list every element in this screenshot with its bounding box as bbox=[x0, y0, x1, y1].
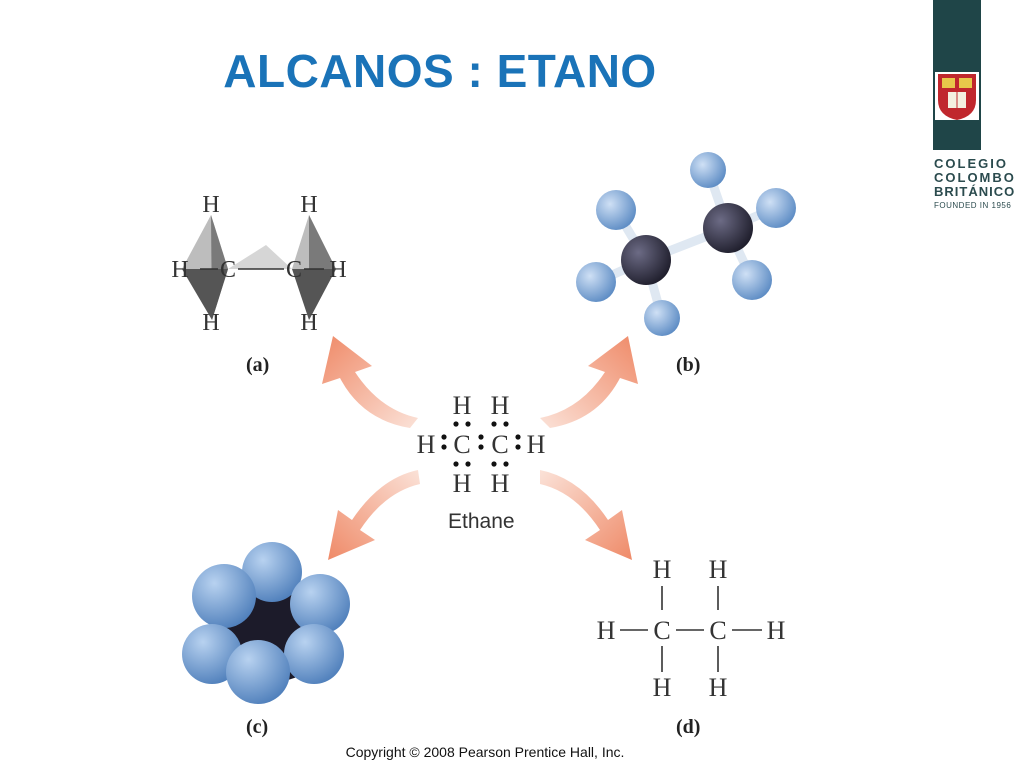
atom-c: C bbox=[653, 616, 670, 645]
arrow-to-c bbox=[328, 470, 420, 560]
atom-h: H bbox=[171, 257, 188, 283]
atom-h: H bbox=[709, 555, 728, 584]
carbon-atom bbox=[621, 235, 671, 285]
copyright-notice: Copyright © 2008 Pearson Prentice Hall, … bbox=[345, 744, 625, 760]
atom-h: H bbox=[491, 469, 510, 498]
hydrogen-atom bbox=[242, 542, 302, 602]
diagram-c-space-filling bbox=[182, 542, 350, 704]
atom-h: H bbox=[527, 430, 546, 459]
label-c: (c) bbox=[246, 716, 269, 738]
arrow-to-d bbox=[540, 470, 632, 560]
hydrogen-atom bbox=[226, 640, 290, 704]
atom-h: H bbox=[329, 257, 346, 283]
diagram-d-structural-formula: H H H C C H H H bbox=[597, 555, 786, 702]
label-d: (d) bbox=[676, 716, 701, 738]
carbon-atom bbox=[703, 203, 753, 253]
hydrogen-atom bbox=[756, 188, 796, 228]
arrow-to-b bbox=[540, 336, 638, 428]
atom-h: H bbox=[453, 469, 472, 498]
logo-line-3: BRITÁNICO bbox=[934, 184, 1016, 199]
atom-c: C bbox=[286, 257, 302, 283]
atom-h: H bbox=[597, 616, 616, 645]
center-lewis-structure: H H H C C H H H bbox=[417, 391, 546, 498]
hydrogen-atom bbox=[690, 152, 726, 188]
diagram-b-ball-and-stick bbox=[576, 152, 796, 336]
atom-h: H bbox=[653, 673, 672, 702]
atom-h: H bbox=[300, 192, 317, 218]
logo-line-2: COLOMBO bbox=[934, 170, 1016, 185]
hydrogen-atom bbox=[192, 564, 256, 628]
atom-c: C bbox=[220, 257, 236, 283]
atom-h: H bbox=[491, 391, 510, 420]
atom-h: H bbox=[453, 391, 472, 420]
atom-h: H bbox=[417, 430, 436, 459]
atom-h: H bbox=[202, 310, 219, 336]
diagram-a-tetrahedral: H H H C C H H H bbox=[171, 192, 346, 336]
label-a: (a) bbox=[246, 354, 270, 376]
atom-h: H bbox=[767, 616, 786, 645]
hydrogen-atom bbox=[644, 300, 680, 336]
hydrogen-atom bbox=[290, 574, 350, 634]
hydrogen-atom bbox=[732, 260, 772, 300]
atom-c: C bbox=[709, 616, 726, 645]
atom-h: H bbox=[709, 673, 728, 702]
slide-title: ALCANOS : ETANO bbox=[223, 45, 657, 97]
hydrogen-atom bbox=[576, 262, 616, 302]
molecule-name: Ethane bbox=[448, 510, 515, 533]
hydrogen-atom bbox=[596, 190, 636, 230]
atom-c: C bbox=[491, 430, 508, 459]
arrow-to-a bbox=[322, 336, 418, 428]
hydrogen-atom bbox=[284, 624, 344, 684]
label-b: (b) bbox=[676, 354, 701, 376]
logo-line-1: COLEGIO bbox=[934, 156, 1008, 171]
atom-h: H bbox=[202, 192, 219, 218]
atom-h: H bbox=[300, 310, 317, 336]
atom-h: H bbox=[653, 555, 672, 584]
atom-c: C bbox=[453, 430, 470, 459]
logo-tagline: FOUNDED IN 1956 bbox=[934, 201, 1012, 210]
logo-crest-icon bbox=[933, 0, 981, 150]
